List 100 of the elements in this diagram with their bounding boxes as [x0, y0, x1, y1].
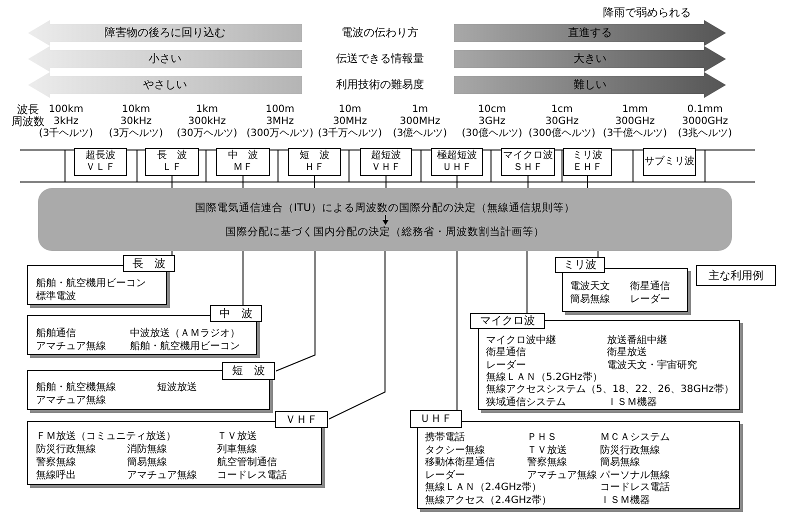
band-tab: 短 波 [222, 362, 275, 380]
band-box [360, 148, 412, 176]
usage-item: 放送番組中継 [607, 335, 667, 347]
band-name: 極超短波 [436, 150, 478, 162]
band-box [74, 148, 127, 176]
band-box [288, 148, 341, 176]
usage-item: 消防無線 [127, 444, 167, 456]
band-tab: 長 波 [123, 255, 175, 272]
connector-line [242, 176, 244, 188]
band-box [431, 148, 483, 176]
usage-item: 船舶・航空機用ビーコン [36, 278, 146, 290]
band-box [216, 148, 270, 176]
usage-item: 船舶・航空機用ビーコン [130, 341, 240, 353]
band-name: 超短波 [370, 150, 402, 162]
usage-item: 警察無線 [36, 457, 76, 469]
wavelength-label: 10km [122, 104, 150, 116]
frequency-reading: (3千万ヘルツ) [318, 128, 382, 140]
frequency-reading: (3千億ヘルツ) [602, 128, 668, 140]
wavelength-label: 1mm [622, 104, 648, 116]
usage-item: 船舶通信 [36, 328, 76, 340]
arrow-label: 障害物の後ろに回り込む [104, 27, 226, 39]
band-code: ＶＨＦ [370, 162, 402, 174]
usage-item: 無線ＬＡＮ（2.4GHz帯） [425, 482, 542, 494]
connector-line [328, 250, 386, 420]
usage-item: アマチュア無線 [527, 470, 597, 482]
usage-item: 簡易無線 [570, 294, 610, 306]
frequency-reading: (3億ヘルツ) [392, 128, 448, 140]
usage-item: コードレス電話 [217, 470, 287, 482]
usage-item: ＴＶ放送 [217, 431, 257, 443]
usage-item: 電波天文 [570, 281, 610, 293]
arrow-label: やさしい [143, 79, 187, 91]
arrow-label: 難しい [574, 79, 606, 91]
band-code: ＨＦ [304, 162, 326, 174]
frequency-label: 300MHz [400, 116, 440, 128]
usage-item: ＰＨＳ [527, 432, 557, 444]
frequency-label: 30GHz [545, 116, 579, 128]
usage-item: コードレス電話 [600, 482, 670, 494]
usage-item: 無線ＬＡＮ（5.2GHz帯） [486, 372, 602, 384]
panel-text: 国際分配に基づく国内分配の決定（総務省・周波数割当計画等） [224, 226, 546, 238]
usage-item: マイクロ波中継 [486, 335, 556, 346]
band-code: ＬＦ [161, 162, 183, 174]
usage-item: 衛星通信 [486, 347, 526, 360]
usage-item: アマチュア無線 [36, 341, 106, 353]
usage-item: タクシー無線 [425, 444, 485, 456]
usage-item: パーソナル無線 [600, 470, 670, 482]
connector-line [456, 176, 458, 188]
usage-item: 防災行政無線 [36, 444, 96, 456]
frequency-label: 30MHz [332, 116, 368, 128]
usage-item: 狭域通信システム [486, 396, 566, 408]
usage-item: ＴＶ放送 [527, 444, 567, 456]
band-tab: 中 波 [210, 305, 262, 322]
band-name: サブミリ波 [644, 156, 695, 168]
row-heading: 電波の伝わり方 [342, 27, 418, 39]
frequency-reading: (3兆ヘルツ) [678, 128, 732, 140]
usage-item: 中波放送（ＡＭラジオ） [130, 328, 240, 340]
frequency-reading: (3万ヘルツ) [108, 128, 164, 140]
panel-text: 国際電気通信連合（ITU）による周波数の国際分配の決定（無線通信規則等） [194, 202, 576, 214]
band-code: ＥＨＦ [572, 162, 604, 174]
band-name: 超長波 [84, 150, 116, 162]
usage-item: 無線アクセス（2.4GHz帯） [425, 494, 552, 506]
arrow-label: 直進する [568, 27, 612, 39]
frequency-label: 300GHz [615, 116, 655, 128]
band-tab: ＵＨＦ [410, 410, 462, 428]
row-heading: 利用技術の難易度 [336, 79, 424, 91]
frequency-reading: (300億ヘルツ) [528, 128, 596, 140]
frequency-reading: (30万ヘルツ) [176, 128, 238, 140]
arrow-label: 大きい [574, 53, 606, 65]
usage-item: ＭＣＡシステム [600, 432, 670, 444]
band-box [145, 148, 199, 176]
connector-line [314, 176, 315, 188]
band-name: 中 波 [227, 150, 259, 162]
usage-item: 移動体衛星通信 [425, 457, 495, 469]
connector-line [242, 250, 244, 306]
usage-item: 防災行政無線 [600, 444, 660, 456]
band-code: ＳＨＦ [512, 162, 544, 174]
usage-item: アマチュア無線 [36, 395, 106, 407]
band-box [563, 148, 612, 176]
band-tab: マイクロ波 [470, 313, 545, 329]
band-name: 短 波 [298, 150, 330, 162]
usage-item: 携帯電話 [425, 432, 465, 444]
usage-item: ＦＭ放送（コミュニティ放送） [36, 431, 176, 443]
band-name: 長 波 [156, 150, 188, 162]
usage-item: 衛星放送 [607, 347, 647, 360]
note-text: 降雨で弱められる [603, 7, 691, 19]
band-code: ＵＨＦ [441, 162, 473, 174]
wavelength-label: 1m [412, 104, 428, 116]
frequency-reading: (300万ヘルツ) [246, 128, 314, 140]
arrow-label: 小さい [148, 53, 182, 65]
band-box [643, 148, 696, 176]
usage-item: 航空管制通信 [217, 457, 277, 469]
wavelength-label: 10m [338, 104, 362, 116]
wavelength-label: 1km [196, 104, 218, 116]
rounded-panel [38, 188, 732, 251]
frequency-label: 3GHz [478, 116, 506, 128]
usage-item: レーダー [630, 294, 670, 306]
usage-item: 短波放送 [157, 382, 197, 394]
band-code: ＶＬＦ [84, 162, 116, 174]
band-tab: ＶＨＦ [275, 411, 328, 428]
usage-item: レーダー [425, 470, 465, 482]
usage-item: ＩＳＭ機器 [600, 494, 650, 506]
